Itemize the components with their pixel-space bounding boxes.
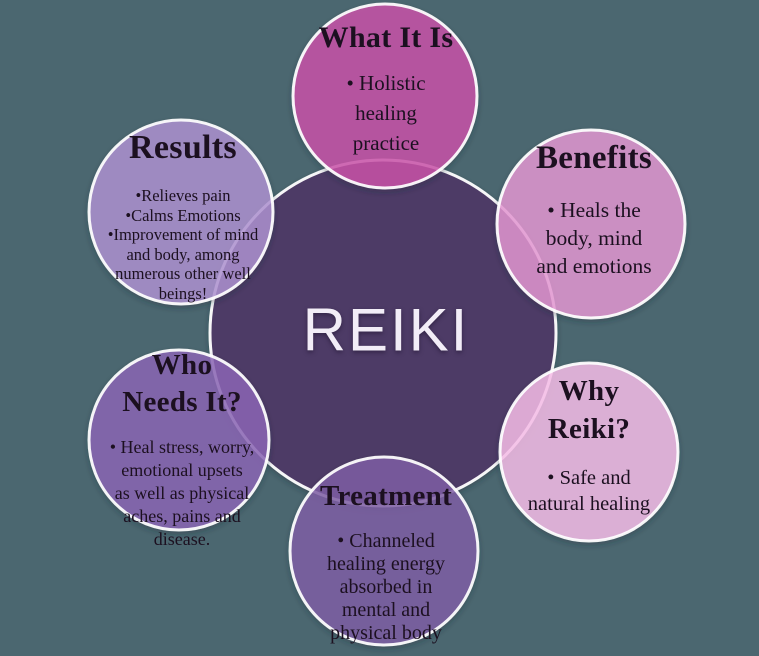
results-label-block: Results •Relieves pain •Calms Emotions •… <box>68 128 298 303</box>
bullet-line: natural healing <box>527 493 651 515</box>
bullet-line: beings! <box>158 283 208 303</box>
bullet-line: and body, among <box>126 244 240 264</box>
treatment-heading: Treatment <box>319 480 453 512</box>
bullet-line: emotional upsets <box>121 460 243 480</box>
bullet-line: •Improvement of mind <box>107 225 259 244</box>
bullet-line: • Safe and <box>547 467 631 489</box>
what-it-is-heading: What It Is <box>318 21 454 54</box>
bullet-line: • Holistic <box>346 71 426 95</box>
who-needs-it-circle <box>87 348 271 532</box>
bullet-line: • Heals the <box>547 198 641 222</box>
center-title: REIKI <box>302 296 470 364</box>
bullet-line: absorbed in <box>339 576 433 598</box>
who-needs-it-heading-line: Needs It? <box>122 386 242 418</box>
bullet-line: disease. <box>153 529 211 549</box>
bullet-line: practice <box>352 131 420 155</box>
treatment-circle <box>288 455 480 647</box>
why-reiki-heading-line: Reiki? <box>547 413 631 445</box>
why-reiki-heading-line: Why <box>558 375 620 407</box>
bullet-line: •Calms Emotions <box>125 205 241 225</box>
bullet-line: and emotions <box>536 254 652 278</box>
who-needs-it-heading-line: Who <box>151 349 213 381</box>
bullet-line: healing <box>355 101 417 125</box>
bullet-line: mental and <box>341 599 431 621</box>
bullet-line: as well as physical <box>114 483 250 503</box>
bullet-line: physical body <box>330 622 442 644</box>
bullet-line: •Relieves pain <box>135 186 231 205</box>
bullet-line: numerous other well <box>115 264 251 283</box>
why-reiki-label-block: Why Reiki? • Safe and natural healing <box>479 372 699 517</box>
benefits-circle <box>495 128 687 320</box>
why-reiki-circle <box>498 361 680 543</box>
benefits-label-block: Benefits • Heals the body, mind and emot… <box>484 138 704 280</box>
bullet-line: • Heal stress, worry, <box>109 437 255 457</box>
who-needs-it-label-block: Who Needs It? • Heal stress, worry, emot… <box>67 347 297 551</box>
treatment-label-block: Treatment • Channeled healing energy abs… <box>271 478 501 645</box>
benefits-heading: Benefits <box>535 140 653 176</box>
bullet-line: aches, pains and <box>123 506 241 526</box>
bullet-line: • Channeled <box>337 530 435 552</box>
what-it-is-circle <box>291 2 479 190</box>
results-circle <box>87 118 275 306</box>
results-heading: Results <box>129 129 237 166</box>
what-it-is-label-block: What It Is • Holistic healing practice <box>276 20 496 158</box>
bullet-line: healing energy <box>327 553 445 575</box>
bullet-line: body, mind <box>545 226 643 250</box>
